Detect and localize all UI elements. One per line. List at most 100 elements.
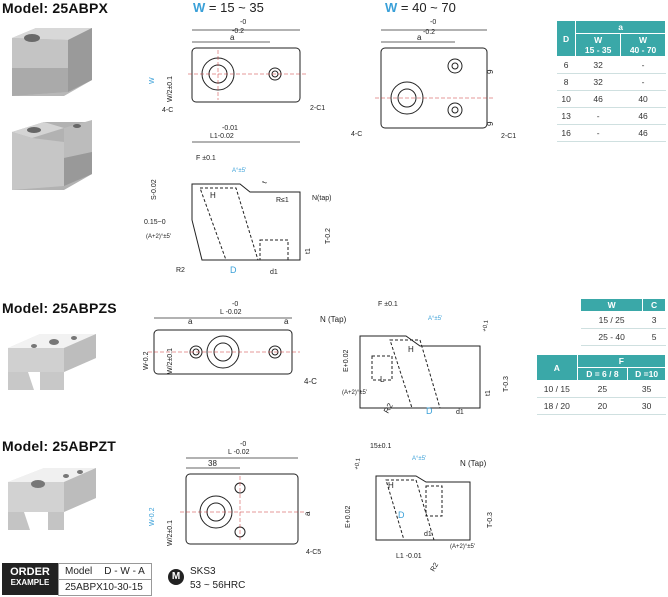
- order-example-badge: ORDER EXAMPLE: [2, 563, 58, 595]
- dim-chamfer-4c5: 4-C5: [306, 549, 321, 556]
- order-model-label: Model: [58, 563, 99, 580]
- dim-l: -0.2: [423, 29, 435, 36]
- dim-radius: R≤1: [276, 197, 289, 204]
- dim-l-tol: -0: [430, 19, 436, 26]
- dim-d1: d1: [456, 409, 464, 416]
- drawing-25abpzt-top: -0 L -0.02 38 W-0.2 W/2±0.1 a 4-C5: [149, 441, 321, 556]
- dim-l-tol: -0: [240, 441, 246, 448]
- dim-h: H: [408, 345, 414, 354]
- dim-h: H: [210, 191, 216, 200]
- order-title: ORDER: [10, 566, 50, 578]
- product-image-25abpx-2: [12, 120, 92, 190]
- dim-l: L -0.02: [220, 309, 242, 316]
- dim-l-tol: -0: [232, 301, 238, 308]
- dim-d: D: [398, 510, 405, 520]
- table-header-c: C: [642, 298, 666, 312]
- dim-nine-top: 9: [486, 69, 495, 74]
- w-symbol: W: [385, 0, 398, 15]
- dim-s: S-0.02: [151, 179, 158, 200]
- dim-a-right: a: [284, 317, 289, 326]
- dim-e: E+0.02: [343, 350, 350, 372]
- dim-w: W: [149, 77, 156, 84]
- material-hardness: 53 ~ 56HRC: [190, 580, 246, 591]
- dim-l1: L1-0.02: [210, 133, 234, 140]
- dim-h: H: [388, 481, 394, 490]
- dim-t-small: t: [261, 180, 268, 184]
- model-title-25abpx: Model: 25ABPX: [2, 0, 109, 16]
- dim-nine-bottom: 9: [486, 121, 495, 126]
- dim-t-tol: +0.1: [354, 457, 362, 470]
- dim-t-tol: +0.1: [482, 319, 490, 332]
- dim-chamfer-4c: 4-C: [162, 107, 173, 114]
- dim-t: T-0.2: [325, 228, 332, 244]
- dim-a: a: [230, 33, 235, 42]
- dim-d: D: [230, 265, 237, 275]
- dim-w-half: W/2±0.1: [167, 76, 174, 102]
- dim-e: E+0.02: [345, 506, 352, 528]
- table-row: 13-46: [556, 107, 666, 125]
- dim-w: W-0.2: [143, 351, 150, 370]
- dim-angle-a: A°±5': [412, 456, 426, 462]
- dim-a-left: a: [188, 317, 193, 326]
- dim-l: -0.2: [232, 28, 244, 35]
- dim-w-half: W/2±0.1: [167, 348, 174, 374]
- model-title-25abpzs: Model: 25ABPZS: [2, 300, 117, 316]
- dim-38: 38: [208, 459, 217, 468]
- dim-chamfer-4c: 4-C: [351, 131, 362, 138]
- table-header-a: A: [536, 354, 578, 381]
- drawing-25abpx-side: -0.01 L1-0.02 F ±0.1 A°±5' S-0.02 H R≤1 …: [144, 125, 332, 276]
- dim-a: a: [417, 33, 422, 42]
- dim-angle-a2: (A+2)°±5': [342, 390, 367, 396]
- product-image-25abpx-1: [12, 28, 92, 96]
- drawing-25abpx-top-small: -0 -0.2 a W W/2±0.1 4-C 2-C1: [149, 19, 325, 114]
- table-header-w: W: [579, 298, 644, 312]
- dim-t1: t1: [485, 390, 492, 396]
- material-icon: M: [168, 569, 184, 585]
- dim-chamfer-2c1: 2-C1: [310, 105, 325, 112]
- table-header-f1: D = 6 / 8: [576, 367, 629, 381]
- table-header-d: D: [555, 20, 577, 57]
- dim-angle-a2: (A+2)°±5': [146, 234, 171, 240]
- dim-d1: d1: [424, 531, 432, 538]
- w-symbol: W: [193, 0, 206, 15]
- dim-a: a: [303, 511, 312, 516]
- drawing-25abpzs-top: -0 L -0.02 a a W-0.2 W/2±0.1 4-C: [143, 301, 317, 386]
- dim-t1: t1: [305, 248, 312, 254]
- dim-l: L -0.02: [228, 449, 250, 456]
- dim-w-half: W/2±0.1: [167, 520, 174, 546]
- model-title-25abpzt: Model: 25ABPZT: [2, 438, 117, 454]
- dim-w: W-0.2: [149, 507, 156, 526]
- order-format: D - W - A: [98, 563, 152, 580]
- dim-l-tol: -0: [240, 19, 246, 26]
- dim-f: F ±0.1: [196, 155, 216, 162]
- dim-t: T-0.3: [487, 512, 494, 528]
- dim-n-tap: N (Tap): [320, 315, 347, 324]
- dim-r2: R2: [430, 562, 441, 573]
- drawing-25abpx-top-large: -0 -0.2 a 9 9 4-C 2-C1: [351, 19, 516, 139]
- dim-t: T-0.3: [503, 376, 510, 392]
- dim-angle-a: A°±5': [232, 168, 246, 174]
- table-header-f2: D =10: [627, 367, 666, 381]
- product-image-25abpzs: [8, 334, 96, 390]
- dim-l1: L: [380, 375, 385, 384]
- dim-d: D: [426, 406, 433, 416]
- table-header-a: a: [575, 20, 666, 34]
- dim-15: 15±0.1: [370, 443, 391, 450]
- w-range-large: W = 40 ~ 70: [385, 0, 456, 15]
- order-subtitle: EXAMPLE: [10, 578, 50, 587]
- dim-chamfer-4c: 4-C: [304, 377, 317, 386]
- dim-n-tap: N (Tap): [460, 459, 487, 468]
- drawing-25abpzs-side: F ±0.1 A°±5' N (Tap) H E+0.02 L (A+2)°±5…: [320, 301, 510, 416]
- product-image-25abpzt: [8, 468, 96, 530]
- dim-angle-a2: (A+2)°±5': [450, 544, 475, 550]
